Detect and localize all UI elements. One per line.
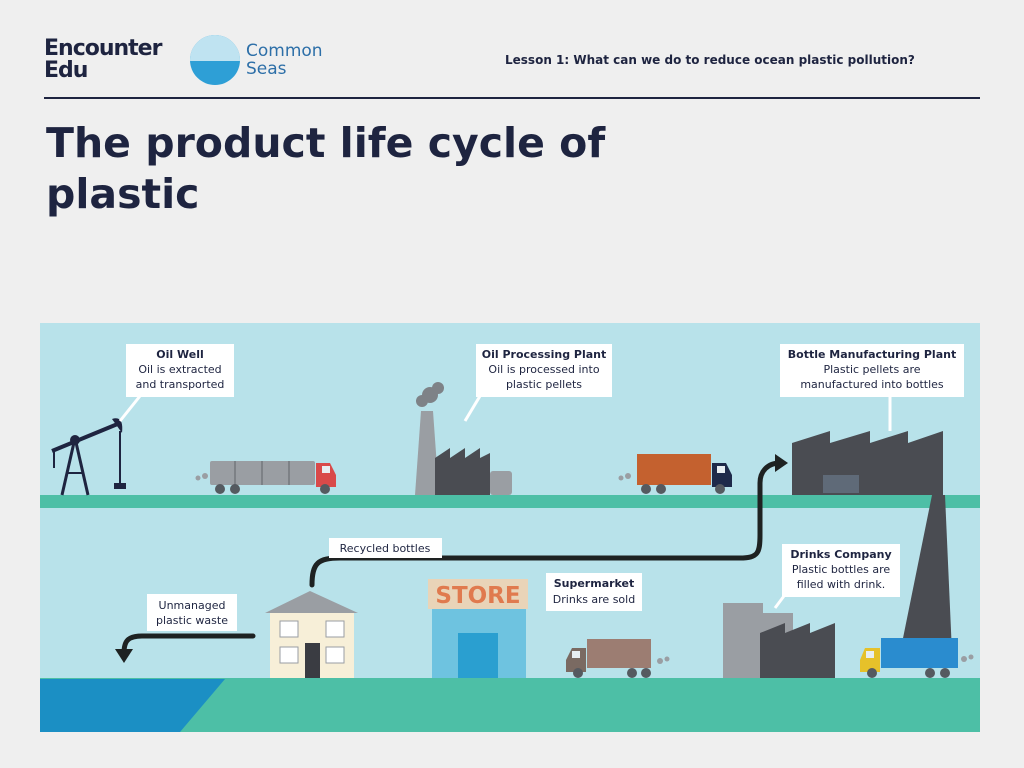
house-icon [265,591,358,678]
unmanaged-waste-line-2: plastic waste [156,614,228,627]
common-seas-logo-icon [190,35,240,85]
common-seas-logo: Common Seas [246,42,323,78]
oil-processing-plant-icon [415,382,512,495]
drinks-company-line-1: Plastic bottles are [792,563,890,576]
store-sign-text: STORE [435,583,520,609]
bottle-manufacturing-label: Bottle Manufacturing Plant Plastic pelle… [780,344,964,431]
lesson-title: Lesson 1: What can we do to reduce ocean… [505,53,915,67]
oil-well-line-1: Oil is extracted [138,363,221,376]
logo-cs-line-1: Common [246,41,323,61]
bottle-manufacturing-plant-icon [792,431,952,653]
oil-well-line-2: and transported [136,378,225,391]
life-cycle-diagram: STORE Oil Well Oil is extracted a [40,323,980,732]
drinks-company-line-2: filled with drink. [797,578,886,591]
drinks-company-factory-icon [723,603,835,678]
logo-line-1: Encounter [44,36,162,61]
bottle-manufacturing-line-1: Plastic pellets are [823,363,920,376]
unmanaged-waste-line-1: Unmanaged [159,599,226,612]
supermarket-delivery-truck-icon [566,639,670,678]
supermarket-line-1: Drinks are sold [553,593,635,606]
bottle-manufacturing-title: Bottle Manufacturing Plant [788,348,956,361]
encounter-edu-logo: Encounter Edu [44,36,162,83]
oil-well-pumpjack-icon [51,418,126,496]
bottle-manufacturing-line-2: manufactured into bottles [800,378,944,391]
recycled-bottles-text: Recycled bottles [340,542,431,555]
store-building-icon: STORE [428,579,528,678]
oil-well-label: Oil Well Oil is extracted and transporte… [118,344,234,422]
supermarket-title: Supermarket [554,577,635,590]
oil-processing-label: Oil Processing Plant Oil is processed in… [463,344,612,422]
drinks-delivery-truck-icon [860,638,974,678]
upper-ground [40,495,980,508]
page-title: The product life cycle of plastic [46,119,606,218]
pellet-delivery-truck-icon [618,454,732,494]
oil-tanker-truck-icon [195,461,336,494]
supermarket-label: Supermarket Drinks are sold [546,573,642,611]
oil-processing-line-2: plastic pellets [506,378,582,391]
recycling-arrowhead-icon [775,454,788,472]
oil-well-title: Oil Well [156,348,203,361]
recycled-bottles-label: Recycled bottles [329,538,442,558]
recycling-path-arrow [309,460,783,588]
waste-arrowhead-icon [115,649,133,663]
unmanaged-waste-label: Unmanaged plastic waste [147,594,237,631]
drinks-company-label: Drinks Company Plastic bottles are fille… [773,544,900,609]
drinks-company-title: Drinks Company [790,548,891,561]
logo-cs-line-2: Seas [246,59,287,79]
oil-processing-line-1: Oil is processed into [488,363,599,376]
header-divider [44,97,980,99]
ocean-water [40,679,225,732]
oil-processing-title: Oil Processing Plant [482,348,607,361]
logo-line-2: Edu [44,58,88,83]
